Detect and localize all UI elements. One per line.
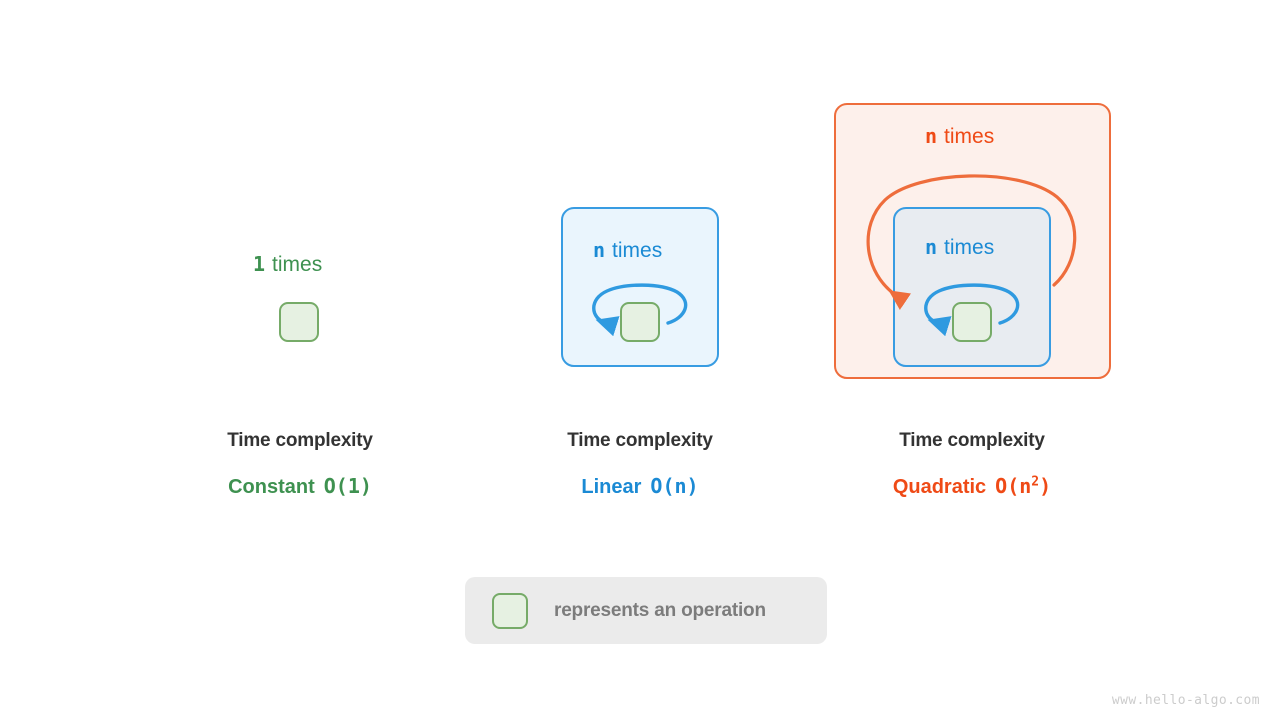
quadratic-inner-times-word: times [944,236,995,259]
constant-times-word: times [272,253,323,276]
linear-complexity-notation: O(n) [650,474,699,498]
operation-square-icon [492,592,528,629]
linear-complexity: Linear O(n) [515,474,765,499]
quadratic-notation-tail: ) [1039,474,1052,498]
constant-complexity-notation: O(1) [323,474,372,498]
quadratic-outer-times-count: n [925,124,938,148]
linear-loop-arrow-icon [592,283,688,337]
legend-label: represents an operation [554,599,766,621]
quadratic-complexity-name: Quadratic [892,476,987,498]
linear-times-count: n [593,238,606,262]
quadratic-title: Time complexity [899,430,1045,451]
quadratic-notation-exponent: 2 [1031,474,1040,490]
constant-complexity: Constant O(1) [175,474,425,499]
watermark: www.hello-algo.com [1111,693,1260,708]
operation-square-icon [620,302,660,342]
linear-times-word: times [612,239,663,262]
quadratic-outer-loop-arrow-icon [866,174,1077,310]
quadratic-outer-times-word: times [944,125,995,148]
linear-title: Time complexity [567,430,713,451]
constant-caption: Time complexity Constant O(1) [175,430,425,499]
quadratic-caption: Time complexity Quadratic O(n2) [847,430,1097,499]
linear-caption: Time complexity Linear O(n) [515,430,765,499]
constant-times-label: 1 times [253,254,322,275]
quadratic-notation-base: O(n [995,474,1032,498]
operation-square-icon [952,302,992,342]
operation-square-icon [279,302,319,342]
constant-times-count: 1 [253,252,266,276]
quadratic-complexity-notation: O(n2) [995,474,1051,498]
constant-title: Time complexity [227,430,373,451]
linear-complexity-name: Linear [581,476,642,498]
quadratic-inner-loop-arrow-icon [924,283,1020,337]
quadratic-inner-times-count: n [925,235,938,259]
legend-box: represents an operation [465,577,827,644]
quadratic-complexity: Quadratic O(n2) [847,474,1097,499]
constant-complexity-name: Constant [228,476,315,498]
